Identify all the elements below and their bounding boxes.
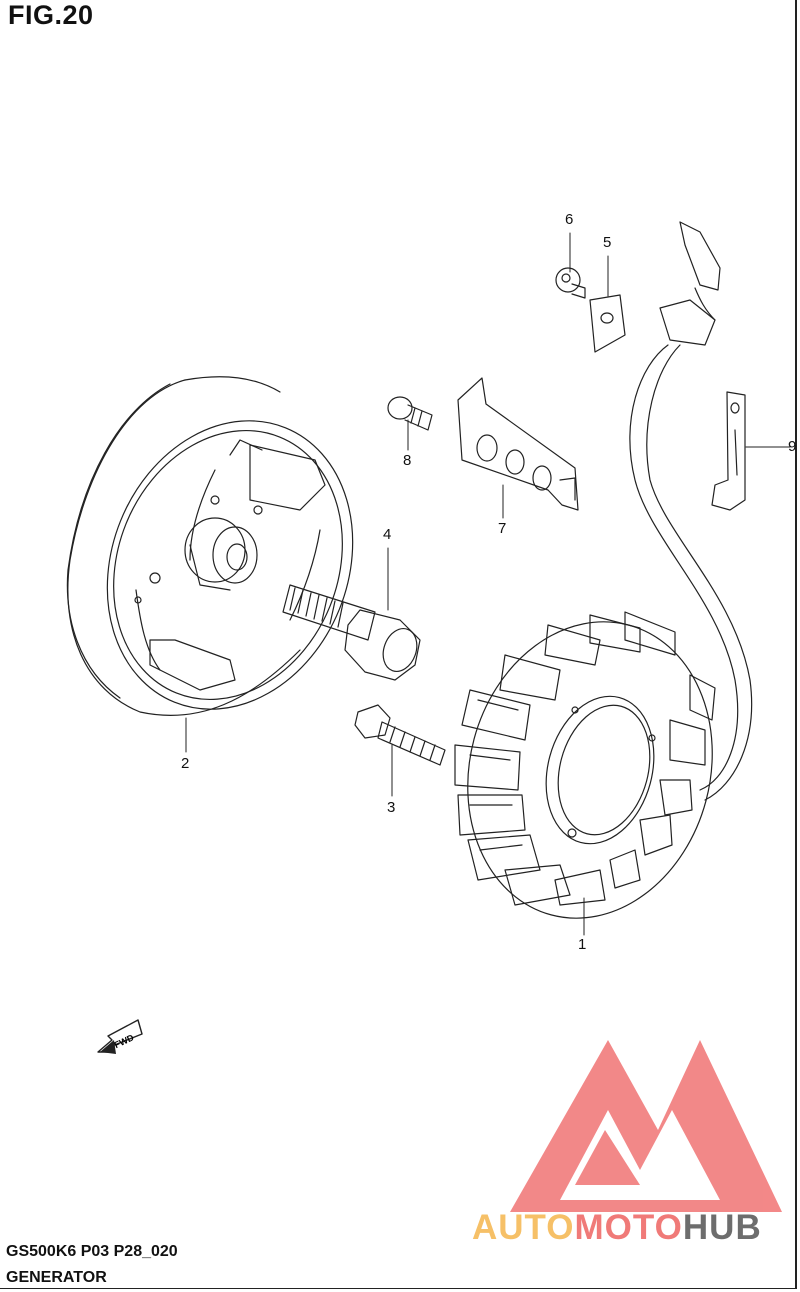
callout-9: 9 [788,438,797,455]
leader-lines [185,232,791,936]
model-code: GS500K6 P03 P28_020 [6,1243,178,1260]
watermark-part-moto: MOTO [574,1208,683,1247]
watermark-part-hub: HUB [682,1208,762,1247]
callout-4: 4 [383,526,392,543]
section-name: GENERATOR [6,1269,107,1286]
stator-bolt-part [354,704,446,766]
watermark-logo-icon [510,1040,782,1212]
figure-title: FIG.20 [8,0,94,30]
stator-part [454,611,716,919]
callout-6: 6 [565,211,574,228]
small-bolt-part [387,396,433,431]
callout-5: 5 [603,234,612,251]
fwd-arrow-icon: FWD [97,1019,143,1054]
clamp-part [589,294,626,353]
rotor-part [66,376,354,716]
callout-2: 2 [181,755,190,772]
callout-7: 7 [498,520,507,537]
rotor-bolt-part [282,584,421,681]
callout-3: 3 [387,799,396,816]
wire-guide-plate-part [457,377,579,511]
callout-1: 1 [578,936,587,953]
watermark-text: AUTOMOTOHUB [472,1208,762,1248]
callout-8: 8 [403,452,412,469]
wire-clamp-part [711,391,746,511]
watermark-part-auto: AUTO [472,1208,575,1247]
screw-part [555,267,586,299]
wire-harness [629,221,753,801]
